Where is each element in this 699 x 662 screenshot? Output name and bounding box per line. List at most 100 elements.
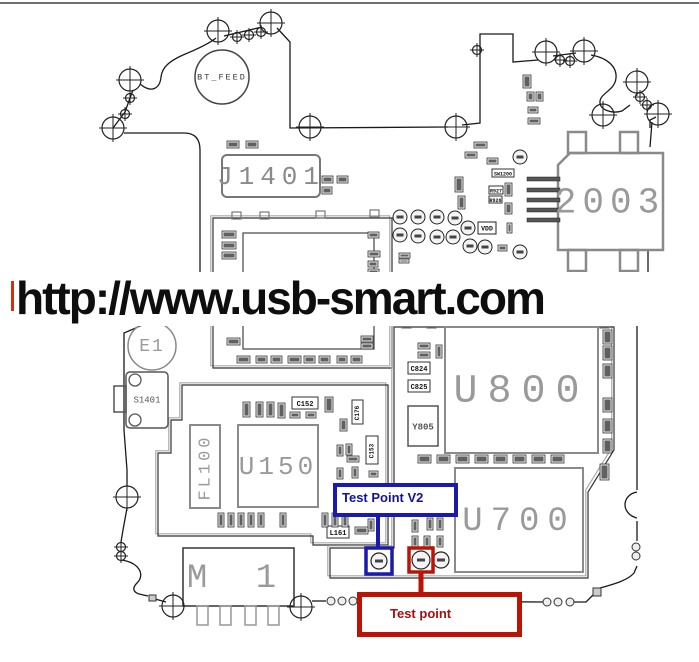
trace-path	[461, 33, 539, 126]
m1-pin	[196, 605, 209, 626]
fiducial-crosshair-cross	[570, 37, 598, 65]
tiny-component-text	[369, 262, 377, 266]
test-pad-mark	[449, 235, 457, 239]
trace-path	[649, 121, 653, 148]
c152-label: C152	[297, 401, 314, 409]
tiny-component-text	[279, 404, 284, 417]
tiny-component-text	[488, 159, 497, 163]
tiny-component-text	[425, 537, 429, 546]
tiny-component-text	[228, 142, 238, 147]
tiny-component-text	[272, 357, 281, 362]
tiny-component-text	[466, 153, 476, 157]
chip-2003-pin	[526, 176, 561, 182]
tiny-component-text	[537, 93, 542, 100]
chip-2003-tab	[618, 248, 640, 273]
tiny-component-text	[268, 403, 273, 416]
tiny-component-text	[223, 243, 235, 248]
tiny-component-text	[338, 446, 342, 455]
tiny-component-text	[247, 142, 257, 147]
trace-path	[574, 593, 595, 603]
fiducial-crosshair-cross	[532, 38, 560, 66]
c153-label: C153	[369, 443, 376, 458]
tiny-component-text	[457, 456, 468, 462]
m1-pin	[267, 605, 280, 626]
tiny-component-text	[552, 456, 563, 462]
m1-outline	[182, 547, 295, 607]
tiny-component-text	[438, 537, 442, 546]
fiducial-crosshair-cross	[644, 100, 672, 128]
u700-label: U700	[462, 503, 576, 541]
tiny-component-text	[289, 357, 300, 362]
test-point-callout: Test point	[357, 592, 522, 637]
tiny-component-text	[219, 514, 223, 526]
tiny-component-text	[529, 108, 537, 112]
small-crosshair-cross	[254, 25, 268, 39]
r927-outline	[488, 185, 504, 195]
fl100-label: FL100	[196, 434, 215, 500]
test-pad-mark	[414, 215, 422, 219]
tiny-component-text	[604, 420, 611, 432]
e1-label: E1	[139, 337, 165, 357]
tiny-component-text	[438, 456, 449, 462]
test-point-v2-marker-box	[364, 546, 394, 576]
tiny-component-text	[604, 331, 611, 343]
trace-path	[120, 559, 149, 597]
small-crosshair-cross	[470, 43, 484, 57]
tiny-component-text	[459, 197, 464, 208]
fiducial-crosshair-cross	[204, 17, 232, 45]
tiny-component-text	[259, 514, 263, 526]
test-pad-mark	[451, 216, 459, 220]
s1401-hole	[128, 413, 142, 427]
tiny-component-text	[419, 344, 429, 348]
tiny-component-text	[244, 403, 249, 416]
c824-outline	[407, 361, 431, 375]
tiny-component-text	[400, 254, 409, 257]
trace-path	[139, 37, 217, 90]
fiducial-crosshair-cross	[287, 593, 315, 621]
via-circle	[553, 597, 563, 607]
tiny-component-text	[369, 270, 378, 273]
trace-path	[590, 54, 631, 113]
r927-label: R927	[490, 188, 502, 194]
small-crosshair-cross	[633, 90, 647, 104]
test-pad-v2-mark	[375, 559, 383, 563]
tiny-component-text	[323, 514, 327, 526]
tiny-component-text	[601, 465, 608, 479]
via-circle	[542, 597, 552, 607]
fiducial-crosshair-cross	[442, 113, 470, 141]
test-pad-mark	[433, 215, 441, 219]
tiny-component-text	[604, 365, 611, 377]
solder-pad	[592, 587, 602, 597]
tiny-component-text	[413, 537, 417, 546]
fl100-outline	[189, 424, 221, 509]
test-pad-mark	[516, 155, 524, 159]
chip-2003-tab	[566, 248, 588, 273]
j1401-outline	[221, 154, 321, 198]
u800-label: U800	[453, 370, 589, 415]
c825-label: C825	[411, 384, 428, 392]
tiny-component-text	[369, 233, 378, 237]
test-pad-mark	[433, 235, 441, 239]
tiny-component-text	[281, 514, 285, 526]
y805-outline	[407, 405, 439, 447]
watermark-red-tick	[11, 281, 14, 311]
fiducial-crosshair-cross	[159, 592, 187, 620]
via-circle	[326, 596, 336, 606]
tiny-component-text	[524, 76, 530, 87]
small-crosshair-cross	[563, 54, 577, 68]
small-crosshair-cross	[230, 30, 244, 44]
tiny-component-text	[369, 252, 379, 256]
tiny-component-text	[438, 519, 442, 529]
tiny-component-text	[370, 472, 377, 476]
trace-path	[120, 507, 128, 543]
chip-2003-pin	[526, 187, 561, 193]
u150-outline	[237, 424, 319, 508]
bt-feed-label: BT_FEED	[197, 72, 247, 82]
tiny-component-text	[257, 403, 262, 416]
test-point-marker-box	[407, 546, 435, 574]
watermark-url: http://www.usb-smart.com	[16, 272, 546, 324]
y805-label: Y805	[412, 422, 434, 432]
test-pad-plain-mark	[437, 558, 445, 562]
trace-path	[276, 27, 449, 129]
tiny-component-text	[353, 468, 357, 477]
